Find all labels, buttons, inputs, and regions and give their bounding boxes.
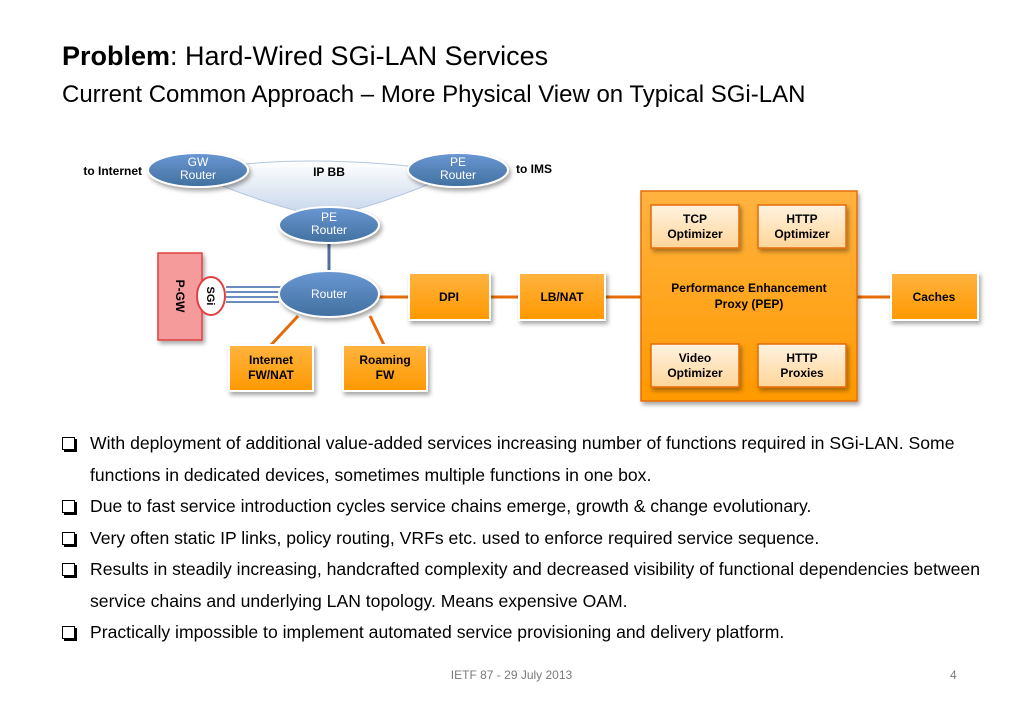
bullet-list: With deployment of additional value-adde…: [58, 428, 1008, 649]
checkbox-bullet-icon: [62, 437, 75, 450]
ip-bb-cloud: [186, 160, 460, 216]
checkbox-bullet-icon: [62, 500, 75, 513]
orange-links: [269, 295, 891, 347]
slide-title: Problem: Hard-Wired SGi-LAN Services: [62, 40, 548, 72]
title-rest: : Hard-Wired SGi-LAN Services: [170, 41, 549, 71]
lb-nat-label: LB/NAT: [540, 290, 584, 304]
router: [278, 270, 380, 318]
page-number: 4: [950, 668, 957, 682]
roaming-fw-box: [342, 344, 428, 392]
to-ims-label: to IMS: [516, 162, 552, 176]
pe-router-right: [407, 152, 509, 188]
footer-text: IETF 87 - 29 July 2013: [450, 668, 573, 682]
title-bold: Problem: [62, 41, 171, 71]
pgw-label: P-GW: [173, 280, 187, 313]
http-optimizer-box: [757, 204, 847, 249]
bullet-item: Results in steadily increasing, handcraf…: [58, 554, 1008, 617]
bullet-item: Very often static IP links, policy routi…: [58, 523, 1008, 555]
http-proxies-box: [757, 343, 847, 388]
checkbox-bullet-icon: [62, 626, 75, 639]
dpi-label: DPI: [439, 290, 459, 304]
checkbox-bullet-icon: [62, 531, 75, 545]
caches-label: Caches: [913, 290, 956, 304]
internet-fw-box: [228, 344, 314, 392]
sgi-label: SGi: [204, 287, 216, 306]
bullet-item: With deployment of additional value-adde…: [58, 428, 1008, 491]
sgi-interface: [196, 276, 226, 316]
bullet-item: Due to fast service introduction cycles …: [58, 491, 1008, 523]
router-label: Router: [311, 287, 347, 301]
dpi-box: [408, 272, 491, 321]
video-optimizer-box: [650, 343, 740, 388]
gw-router: [147, 152, 249, 188]
bullet-item: Practically impossible to implement auto…: [58, 617, 1008, 649]
sgi-links: [226, 286, 281, 303]
checkbox-bullet-icon: [62, 563, 75, 576]
caches-box: [890, 272, 979, 321]
lb-nat-box: [518, 272, 606, 321]
pe-router-center: [278, 206, 380, 244]
tcp-optimizer-box: [650, 204, 740, 249]
ip-bb-label: IP BB: [313, 165, 345, 179]
slide-subtitle: Current Common Approach – More Physical …: [62, 81, 806, 108]
to-internet-label: to Internet: [83, 164, 142, 178]
